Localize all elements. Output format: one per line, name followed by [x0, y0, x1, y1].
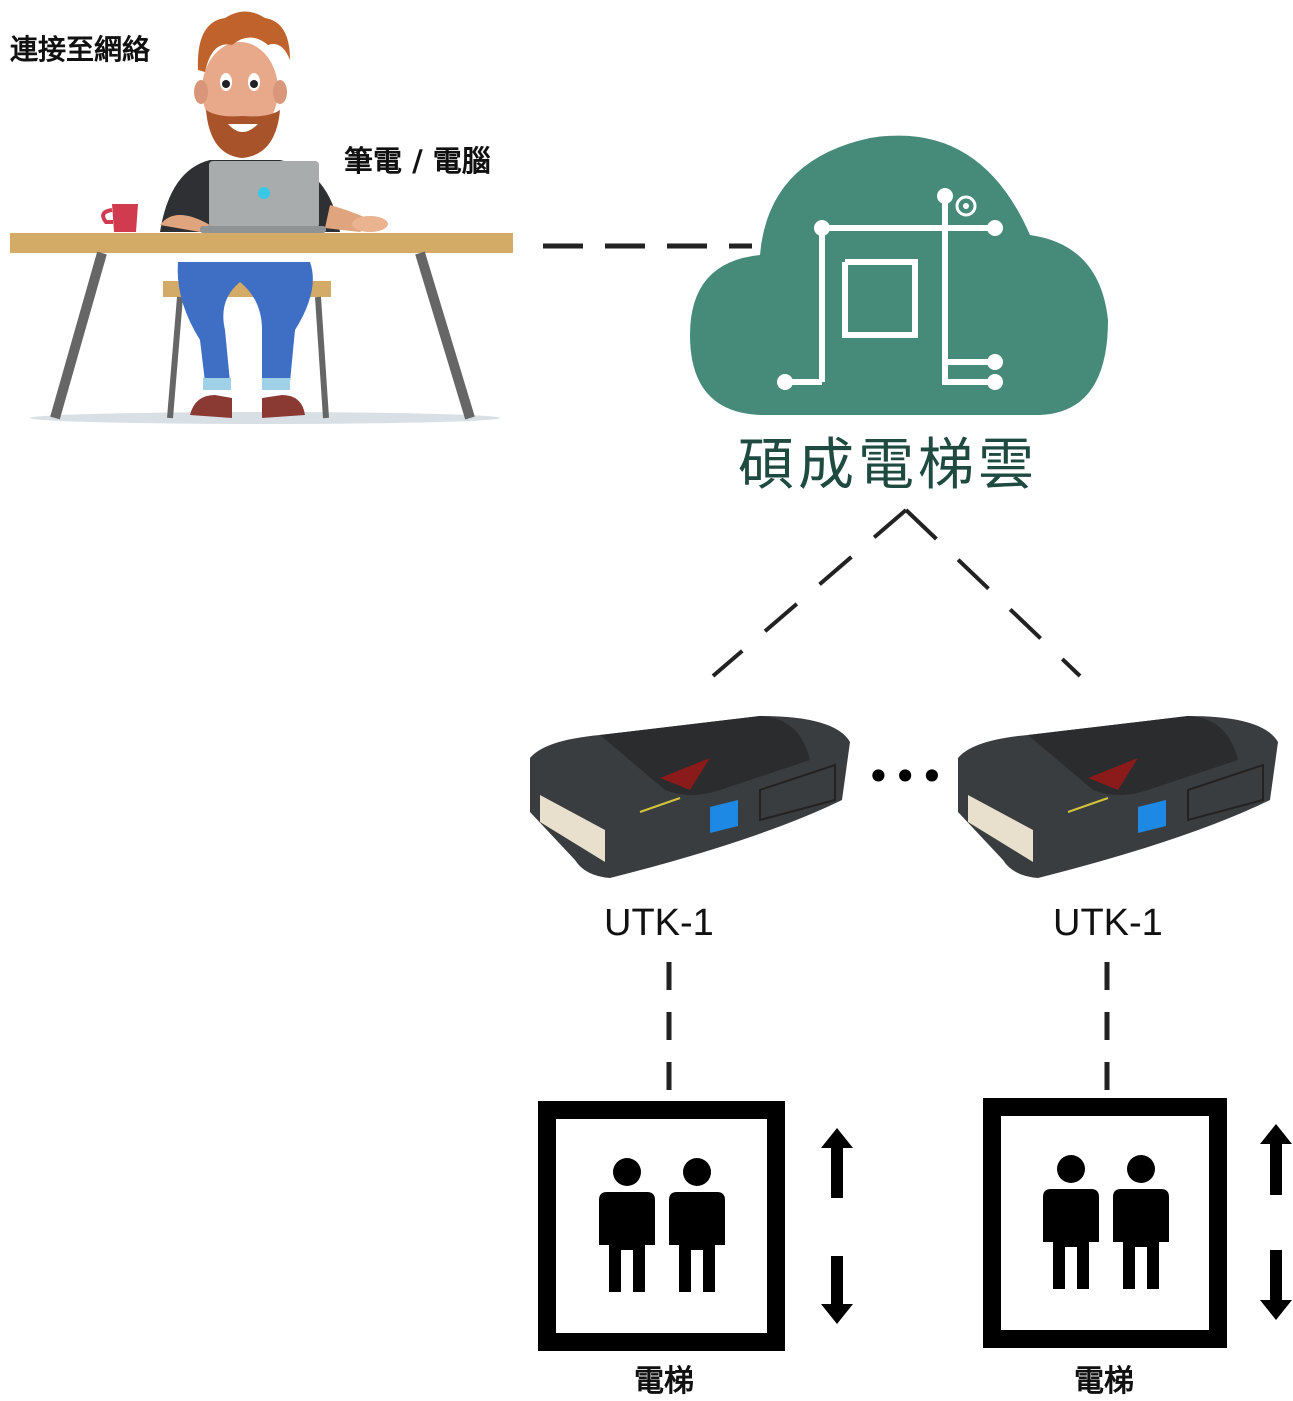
link-cloud-device-2	[904, 508, 1082, 678]
elevator-label-1: 電梯	[634, 1364, 694, 1399]
up-down-arrows-icon	[1260, 1124, 1292, 1320]
cloud-logo	[690, 135, 1108, 415]
link-cloud-device-1	[711, 508, 908, 678]
elevator-1	[538, 1101, 853, 1351]
person-pants	[177, 262, 313, 382]
floor-shadow	[30, 412, 500, 424]
elevator-people-icon	[1043, 1155, 1169, 1289]
elevator-2	[983, 1098, 1292, 1348]
person-beard	[206, 110, 280, 158]
device-label-2: UTK-1	[1053, 902, 1163, 944]
cloud-title: 碩成電梯雲	[738, 433, 1038, 498]
device-screen	[710, 799, 738, 833]
device-utk-1-left	[530, 716, 850, 878]
device-utk-1-right	[958, 716, 1278, 878]
elevator-label-2: 電梯	[1074, 1364, 1134, 1399]
ellipsis-more-devices: •••	[866, 752, 947, 801]
person-at-desk-illustration	[10, 11, 513, 424]
person-hair	[197, 11, 290, 72]
desk-top	[10, 233, 513, 253]
elevator-people-icon	[599, 1158, 725, 1292]
laptop-label: 筆電 / 電腦	[344, 144, 491, 178]
circuit-icon	[785, 196, 995, 385]
laptop-logo-icon	[258, 187, 270, 199]
coffee-mug-icon	[112, 204, 138, 232]
network-label: 連接至網絡	[10, 33, 151, 66]
device-label-1: UTK-1	[604, 902, 714, 944]
person-face	[202, 42, 278, 138]
cloud-shape	[690, 135, 1108, 415]
up-down-arrows-icon	[821, 1128, 853, 1324]
